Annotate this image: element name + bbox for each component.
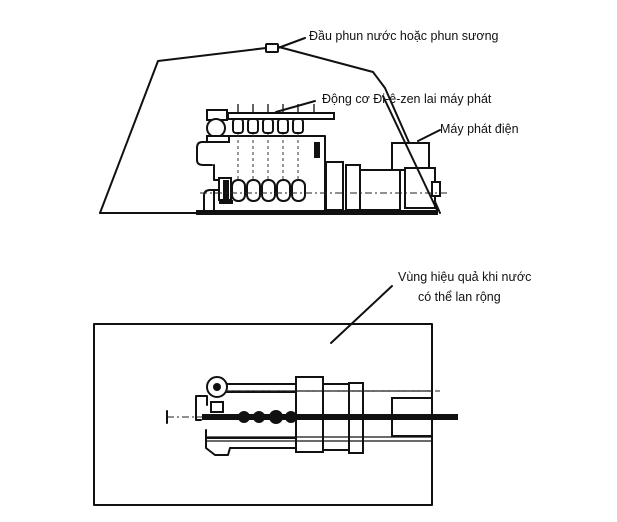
engine-label: Động cơ Đi-ê-zen lai máy phát [322, 92, 492, 106]
coverage-label-line1: Vùng hiệu quả khi nước [398, 270, 531, 284]
nozzle-icon [265, 43, 279, 53]
diesel-engine [196, 104, 335, 211]
plan-view: Vùng hiệu quả khi nước có thể lan rộng [93, 270, 531, 506]
generator-leader [417, 129, 441, 142]
coverage-leader [330, 285, 393, 344]
coverage-label-line2: có thể lan rộng [418, 290, 501, 304]
shaft-bar [202, 414, 458, 420]
envelope-leader [382, 95, 438, 211]
generator-label: Máy phát điện [440, 122, 519, 136]
base-plate [196, 210, 438, 215]
crank-throws [231, 179, 306, 202]
coupling [325, 161, 401, 211]
engine-leader [275, 100, 316, 113]
side-view: Đầu phun nước hoặc phun sương Động cơ Đi… [99, 29, 519, 215]
nozzle-label: Đầu phun nước hoặc phun sương [309, 29, 499, 43]
nozzle-leader [277, 37, 306, 49]
cylinder-heads [232, 104, 315, 134]
